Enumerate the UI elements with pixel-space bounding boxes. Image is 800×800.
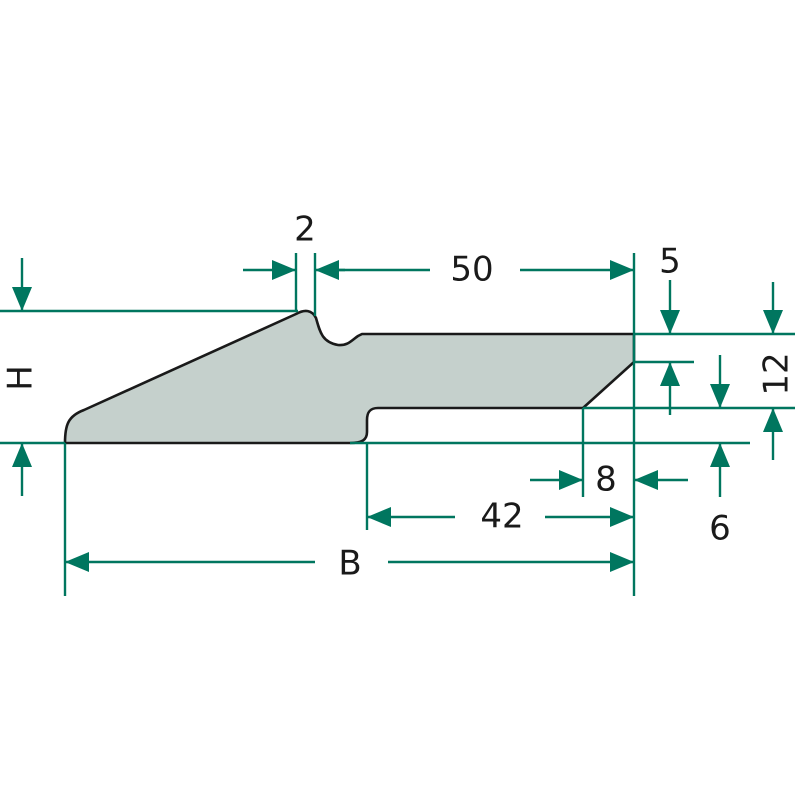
dimension-arrows <box>11 258 783 572</box>
blade-profile <box>63 309 636 445</box>
label-bottom-length: 42 <box>480 497 523 537</box>
extension-lines <box>0 253 795 596</box>
label-thickness: 12 <box>757 352 797 395</box>
label-height: H <box>1 365 41 391</box>
label-top-length: 50 <box>450 250 493 290</box>
label-width: B <box>338 544 361 584</box>
label-step: 6 <box>709 509 731 549</box>
label-chamfer-width: 8 <box>595 460 617 500</box>
label-chamfer-height: 5 <box>659 242 681 282</box>
label-tip-width: 2 <box>294 210 316 250</box>
